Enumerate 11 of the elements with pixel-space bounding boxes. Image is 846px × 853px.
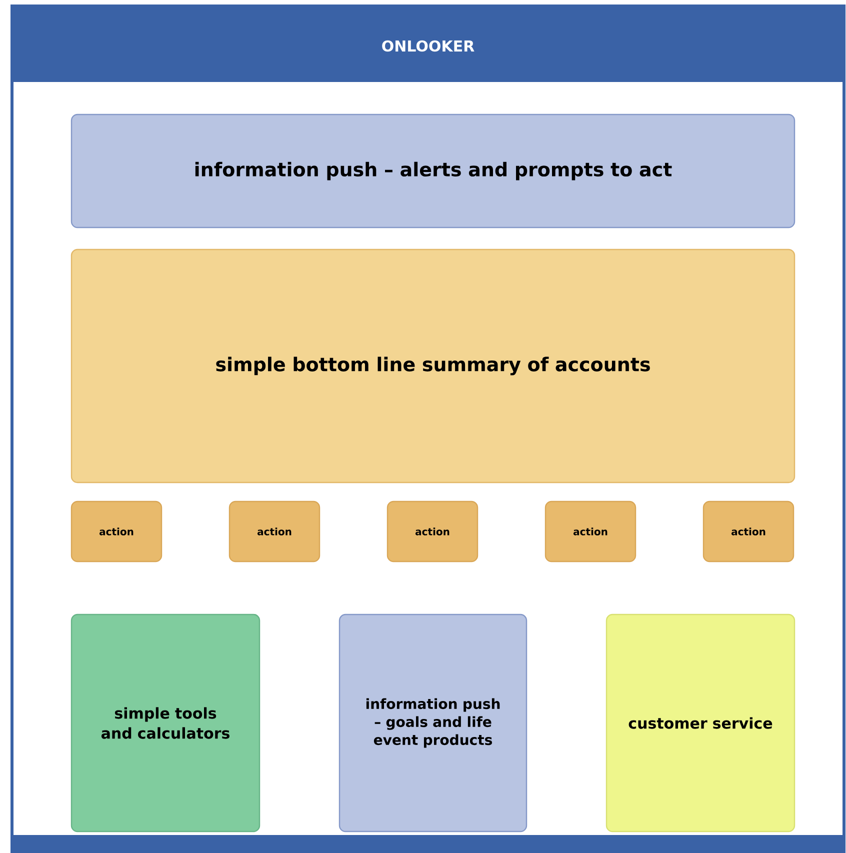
process-box: customer service	[606, 614, 796, 832]
process-box: simple tools and calculators	[70, 614, 260, 832]
header-title: ONLOOKER	[382, 40, 474, 52]
process-box: information push – goals and life event products	[338, 614, 528, 832]
action-box: action	[386, 500, 478, 562]
action-box: action	[544, 500, 636, 562]
action-box: action	[70, 500, 162, 562]
action-box: action	[228, 500, 320, 562]
process-box: simple bottom line summary of accounts	[70, 248, 796, 484]
action-box: action	[702, 500, 794, 562]
process-box: information push – alerts and prompts to act	[70, 114, 796, 228]
